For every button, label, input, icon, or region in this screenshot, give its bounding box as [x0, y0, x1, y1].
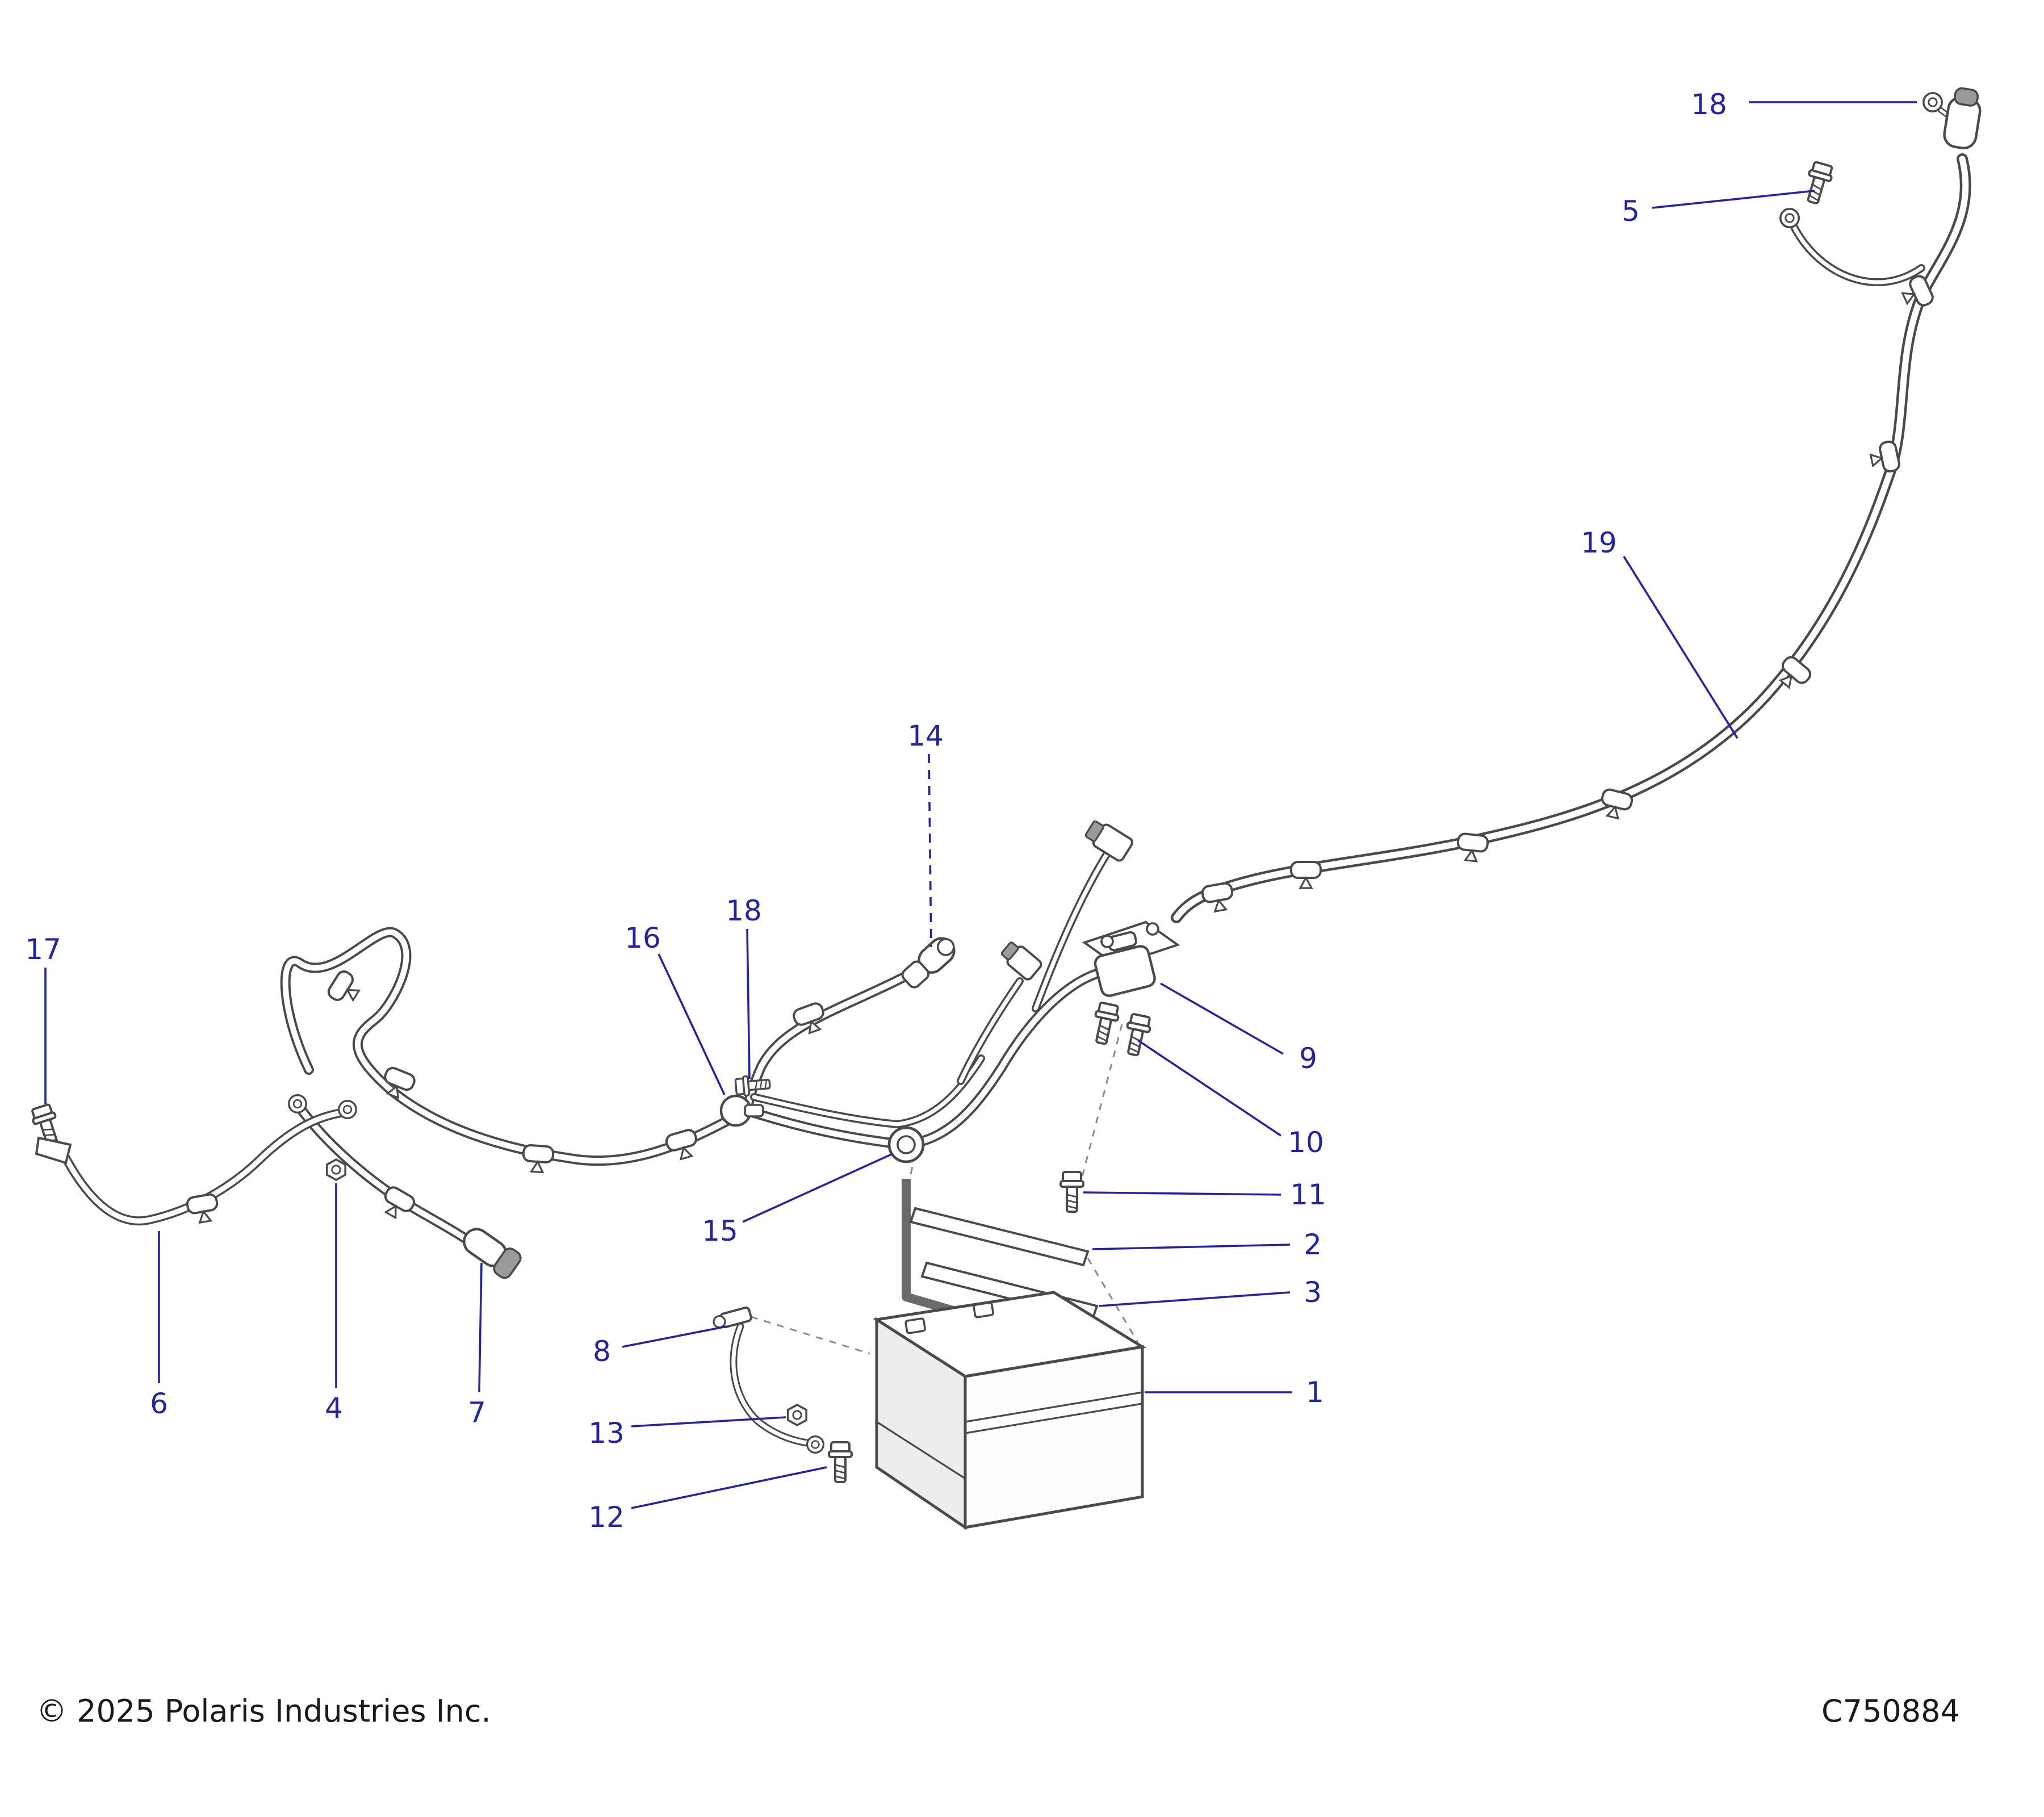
cable-clips [185, 273, 1936, 1226]
square-connector-lower [1000, 941, 1042, 981]
cable-clip-icon [521, 1144, 555, 1174]
hold-down-strap-upper [909, 1207, 1090, 1267]
callout-19: 19 [1581, 526, 1617, 559]
callout-1: 1 [1306, 1376, 1324, 1409]
leader-line-19 [1623, 556, 1739, 739]
cable-clip-icon [185, 1192, 221, 1226]
bolt-5-icon [1800, 160, 1836, 207]
cable-clip-icon [1455, 832, 1490, 864]
nut-13-icon [787, 1404, 807, 1426]
leader-line-16 [657, 953, 726, 1095]
callout-8: 8 [593, 1335, 611, 1368]
leader-line-9 [1160, 982, 1284, 1055]
battery-terminal-post [973, 1301, 994, 1318]
cable-end-cap [1943, 87, 1982, 150]
grommet-15 [887, 1126, 925, 1163]
callout-18-mid: 18 [726, 894, 762, 927]
leader-line-10 [1137, 1039, 1281, 1137]
cable-boot-connector-14 [901, 937, 956, 989]
battery [873, 1291, 1146, 1530]
hold-down-bracket [902, 1179, 962, 1317]
callout-15: 15 [702, 1215, 738, 1247]
callout-3: 3 [1304, 1276, 1322, 1309]
copyright-text: © 2025 Polaris Industries Inc. [36, 1693, 491, 1729]
ring-terminal-18-top [1922, 92, 1943, 112]
ring-terminal-8-end [806, 1435, 825, 1454]
leader-line-7 [478, 1262, 483, 1393]
starter-solenoid [1082, 920, 1180, 997]
callout-18-top: 18 [1691, 88, 1727, 121]
callout-annotations: 18 5 19 14 16 18 17 9 10 11 2 3 1 15 8 6 4 7 13 12 [25, 88, 1917, 1534]
callout-9: 9 [1299, 1042, 1317, 1075]
main-harness-trunk [747, 852, 1108, 1145]
callout-5: 5 [1622, 195, 1640, 228]
cable-clip-icon [664, 1127, 702, 1163]
leader-line-5 [1652, 190, 1815, 209]
leader-line-8 [622, 1325, 727, 1348]
left-harness-cable [286, 932, 738, 1161]
leader-line-15 [742, 1153, 893, 1223]
cable-clip-icon [1290, 861, 1322, 889]
battery-terminal-post [904, 1317, 926, 1334]
callout-6: 6 [150, 1387, 168, 1420]
callout-7: 7 [468, 1396, 486, 1429]
flag-terminal-8 [713, 1307, 752, 1329]
nut-4-icon [325, 1158, 347, 1181]
cable-clip-icon [325, 968, 365, 1010]
p-clamp-16 [719, 1094, 764, 1127]
cable-clip-icon [1597, 787, 1635, 822]
flag-terminal-6 [35, 1136, 72, 1165]
callout-12: 12 [588, 1501, 625, 1534]
callout-16: 16 [625, 922, 661, 954]
callout-13: 13 [588, 1417, 625, 1450]
callout-4: 4 [325, 1392, 343, 1425]
battery-ground-cable [734, 1326, 811, 1443]
ring-terminal-5 [1779, 207, 1800, 229]
square-connector-upper [1084, 820, 1134, 862]
leader-line-3 [1099, 1291, 1291, 1307]
bolt-12-icon [828, 1441, 853, 1483]
ground-strap-cable [1794, 227, 1921, 282]
leader-line-12 [631, 1466, 827, 1509]
construction-lines [738, 1024, 1139, 1355]
bolt-10a-icon [1088, 1000, 1122, 1047]
cable-clip-icon [1867, 439, 1902, 476]
ring-terminal-6-end [338, 1099, 357, 1120]
cable-clip-icon [1200, 881, 1237, 915]
callout-11: 11 [1290, 1178, 1326, 1211]
leader-line-13 [631, 1416, 786, 1427]
callout-17: 17 [25, 933, 61, 966]
drawing-code: C750884 [1821, 1693, 1960, 1729]
callout-14: 14 [907, 719, 944, 752]
bolt-11-icon [1059, 1171, 1084, 1213]
callout-10: 10 [1288, 1126, 1324, 1159]
leader-line-18-mid [746, 928, 751, 1079]
cable-boot-7 [463, 1228, 522, 1279]
leader-line-14 [928, 753, 932, 948]
bolt-10b-icon [1120, 1012, 1154, 1058]
ring-terminal-4-start [288, 1094, 307, 1114]
leader-line-2 [1092, 1244, 1291, 1250]
positive-battery-cable-run [1176, 110, 1966, 918]
callout-2: 2 [1304, 1228, 1322, 1261]
leader-line-11 [1083, 1191, 1281, 1196]
